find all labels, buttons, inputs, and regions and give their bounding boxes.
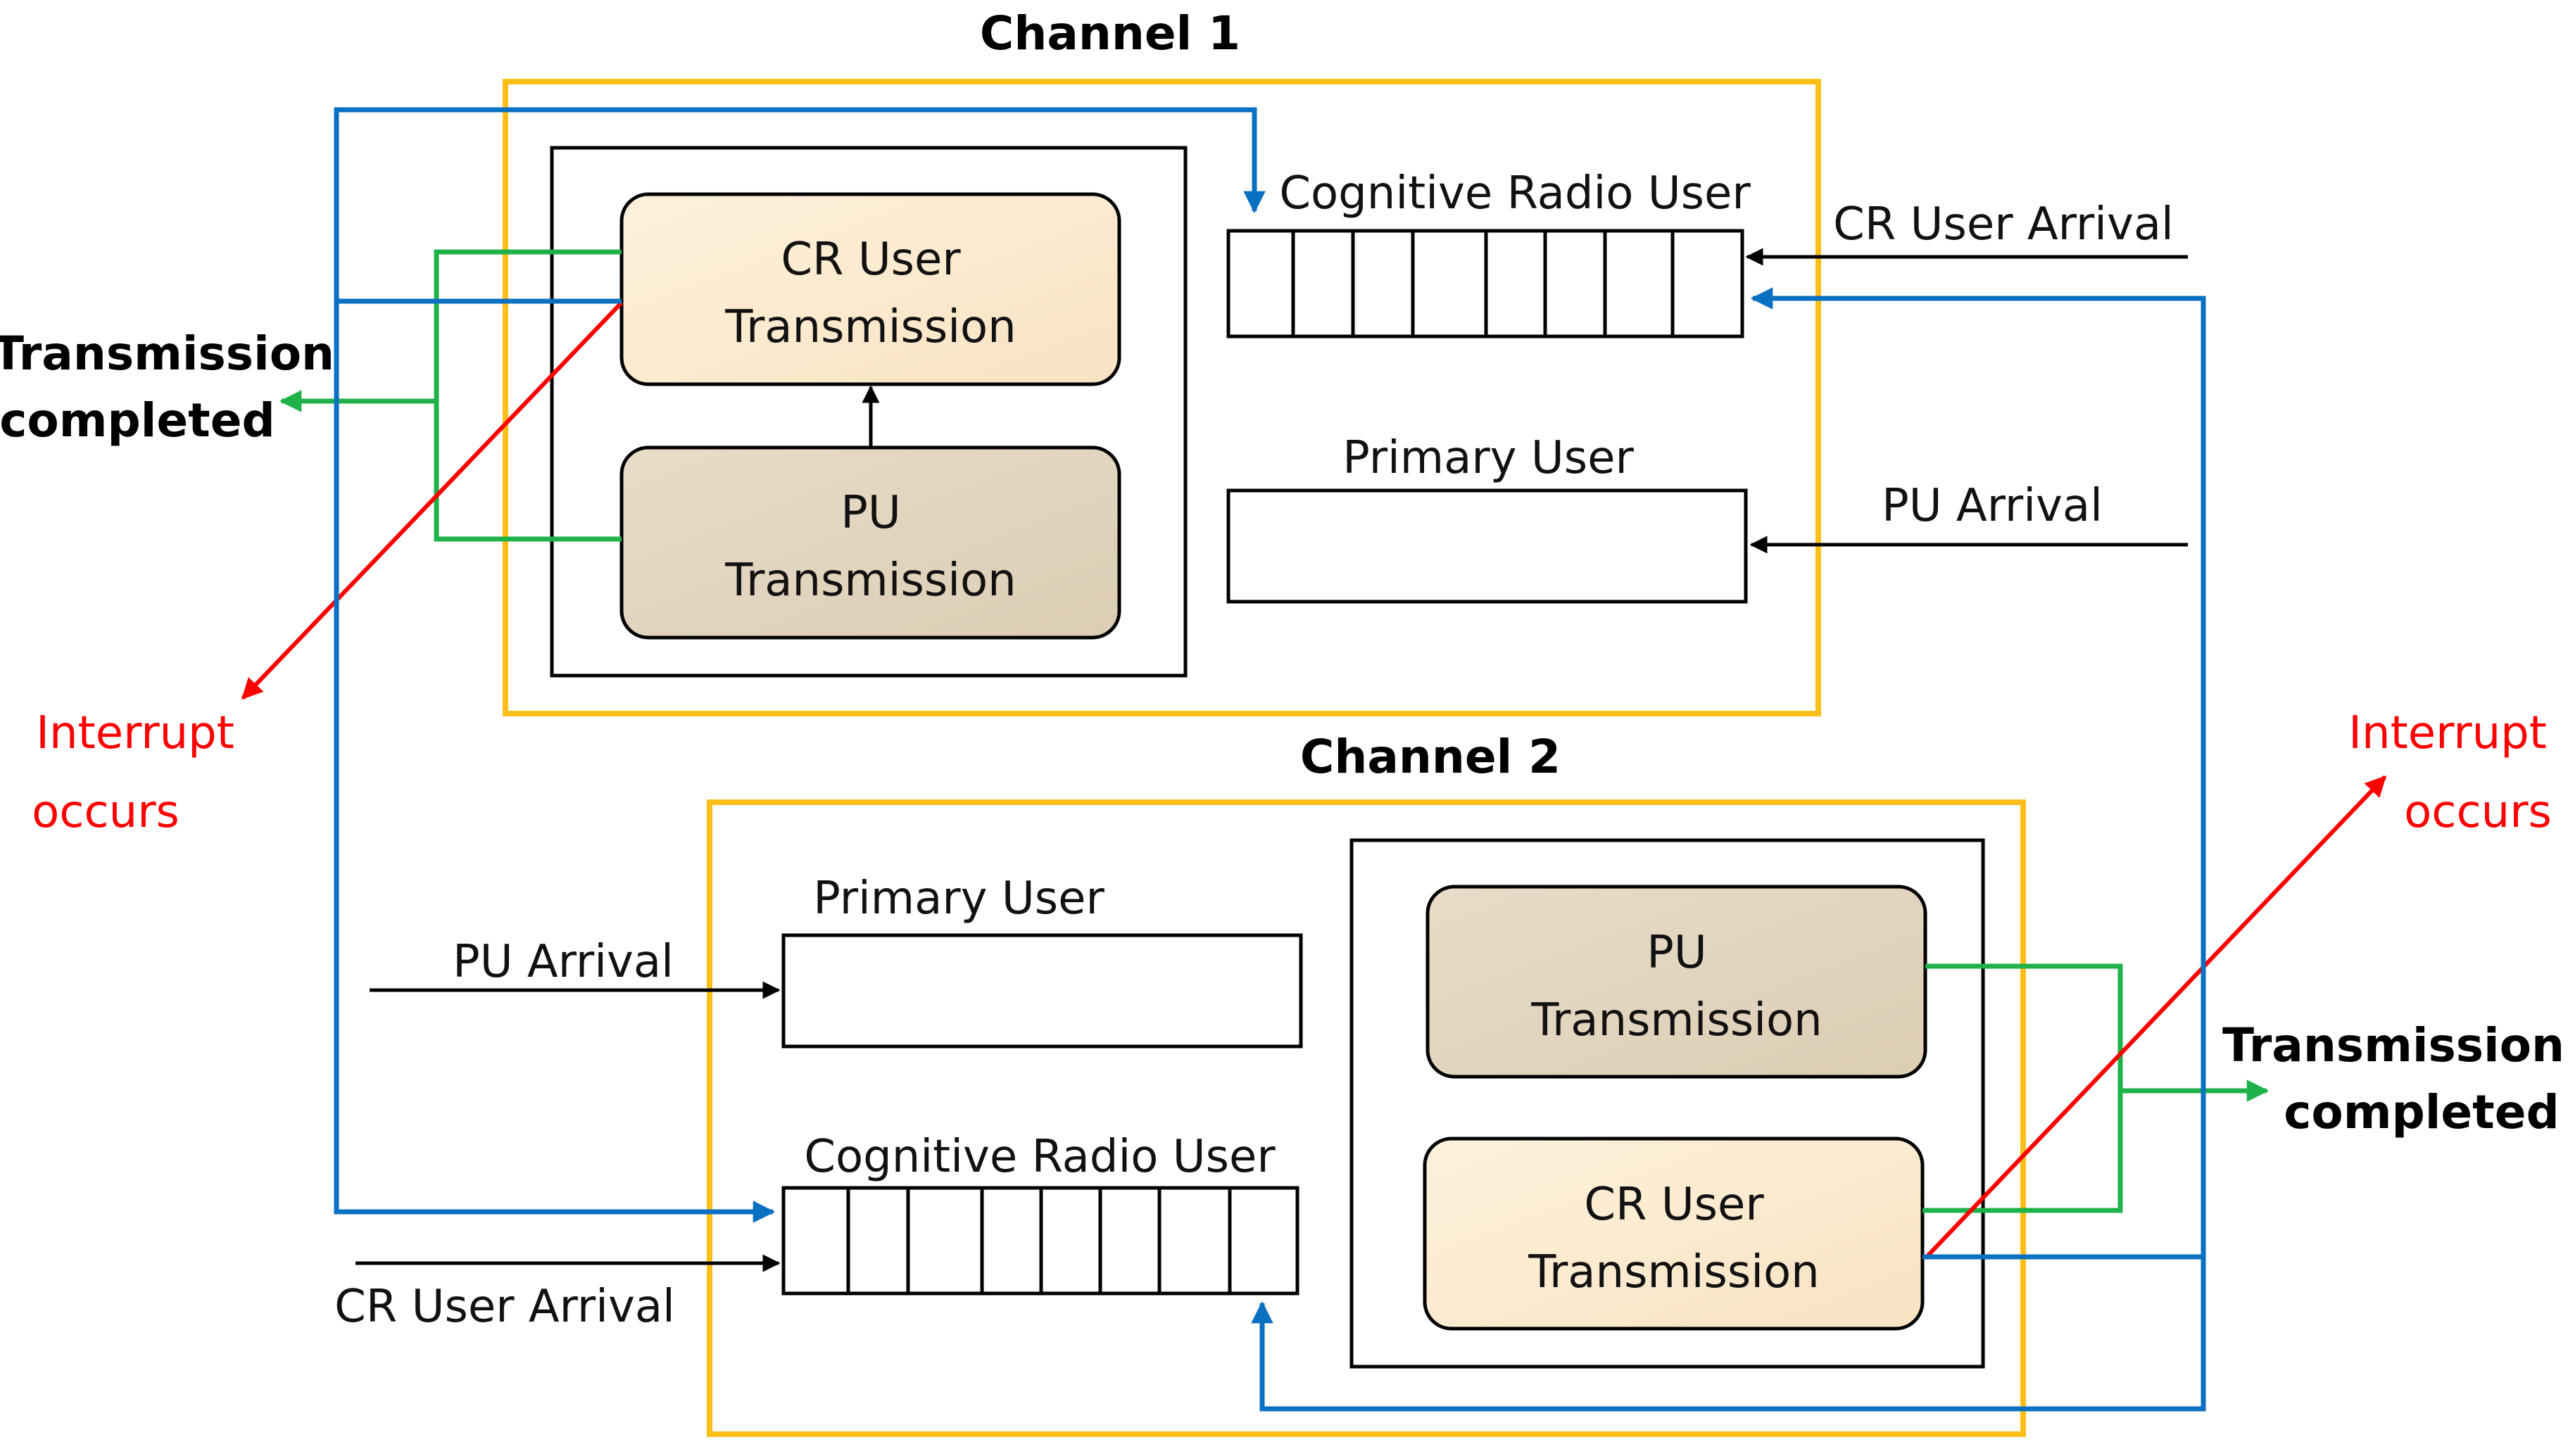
channel1-cr-block-line1: CR User	[781, 234, 961, 286]
channel2-pu-arrival-label: PU Arrival	[453, 936, 674, 988]
channel1-interrupt-line2: occurs	[32, 786, 180, 838]
channel1-interrupt-line1: Interrupt	[36, 707, 234, 759]
channel1-pu-block-line1: PU	[841, 487, 900, 539]
channel1-cr-arrival-label: CR User Arrival	[1833, 198, 2174, 251]
channel2-pu-block-line1: PU	[1647, 927, 1706, 979]
channel2-border	[707, 799, 2026, 1437]
channel1-pu-arrival-label: PU Arrival	[1882, 480, 2103, 532]
channel1-pu-transmission-block	[619, 445, 1121, 640]
channel1-title: Channel 1	[980, 6, 1240, 61]
channel1-cr-queue-label: Cognitive Radio User	[1279, 167, 1751, 220]
channel2-bottom-loop-arrow	[1251, 1257, 2206, 1412]
channel2-cr-queue-label: Cognitive Radio User	[804, 1131, 1276, 1183]
channel1-completed-line2: completed	[0, 393, 275, 448]
channel1-pu-queue-label: Primary User	[1342, 432, 1634, 484]
channel1-cr-transmission-block	[619, 192, 1121, 386]
channel2-interrupt-arrow	[1923, 775, 2387, 1260]
channel1-server-box	[550, 146, 1188, 678]
channel1-cr-to-channel2-queue-arrow	[334, 298, 776, 1223]
channel2-cr-transmission-block	[1423, 1137, 1925, 1331]
channel2-title: Channel 2	[1300, 730, 1561, 784]
channel2-completed-line2: completed	[2284, 1085, 2559, 1139]
channel2-pu-queue	[781, 933, 1303, 1049]
channel2-cr-block-line2: Transmission	[1528, 1246, 1819, 1298]
channel2-pu-transmission-block	[1425, 885, 1927, 1079]
channel2-cr-queue	[781, 1186, 1299, 1296]
channel1-completed-connector	[434, 249, 622, 542]
channel2-cr-block-line1: CR User	[1584, 1179, 1764, 1231]
channel1-interrupt-arrow	[241, 300, 624, 700]
channel1-pu-queue	[1226, 488, 1748, 604]
channel2-interrupt-line2: occurs	[2404, 786, 2552, 838]
channel1-pu-block-line2: Transmission	[724, 555, 1016, 607]
channel1-completed-line1: Transmission	[0, 327, 334, 381]
channel2-interrupt-line1: Interrupt	[2348, 707, 2547, 759]
channel2-cr-to-channel1-queue-arrow	[1750, 287, 2206, 1260]
channel2-completed-line1: Transmission	[2222, 1018, 2564, 1072]
channel1-border	[503, 79, 1821, 716]
channel1-cr-block-line2: Transmission	[724, 301, 1016, 353]
channel1-cr-queue	[1226, 229, 1744, 338]
channel2-server-box	[1349, 838, 1985, 1369]
channel2-pu-queue-label: Primary User	[813, 873, 1104, 925]
channel2-cr-arrival-label: CR User Arrival	[334, 1281, 675, 1333]
channel2-pu-block-line2: Transmission	[1530, 994, 1822, 1046]
channel1-top-loop-arrow	[334, 107, 1266, 301]
